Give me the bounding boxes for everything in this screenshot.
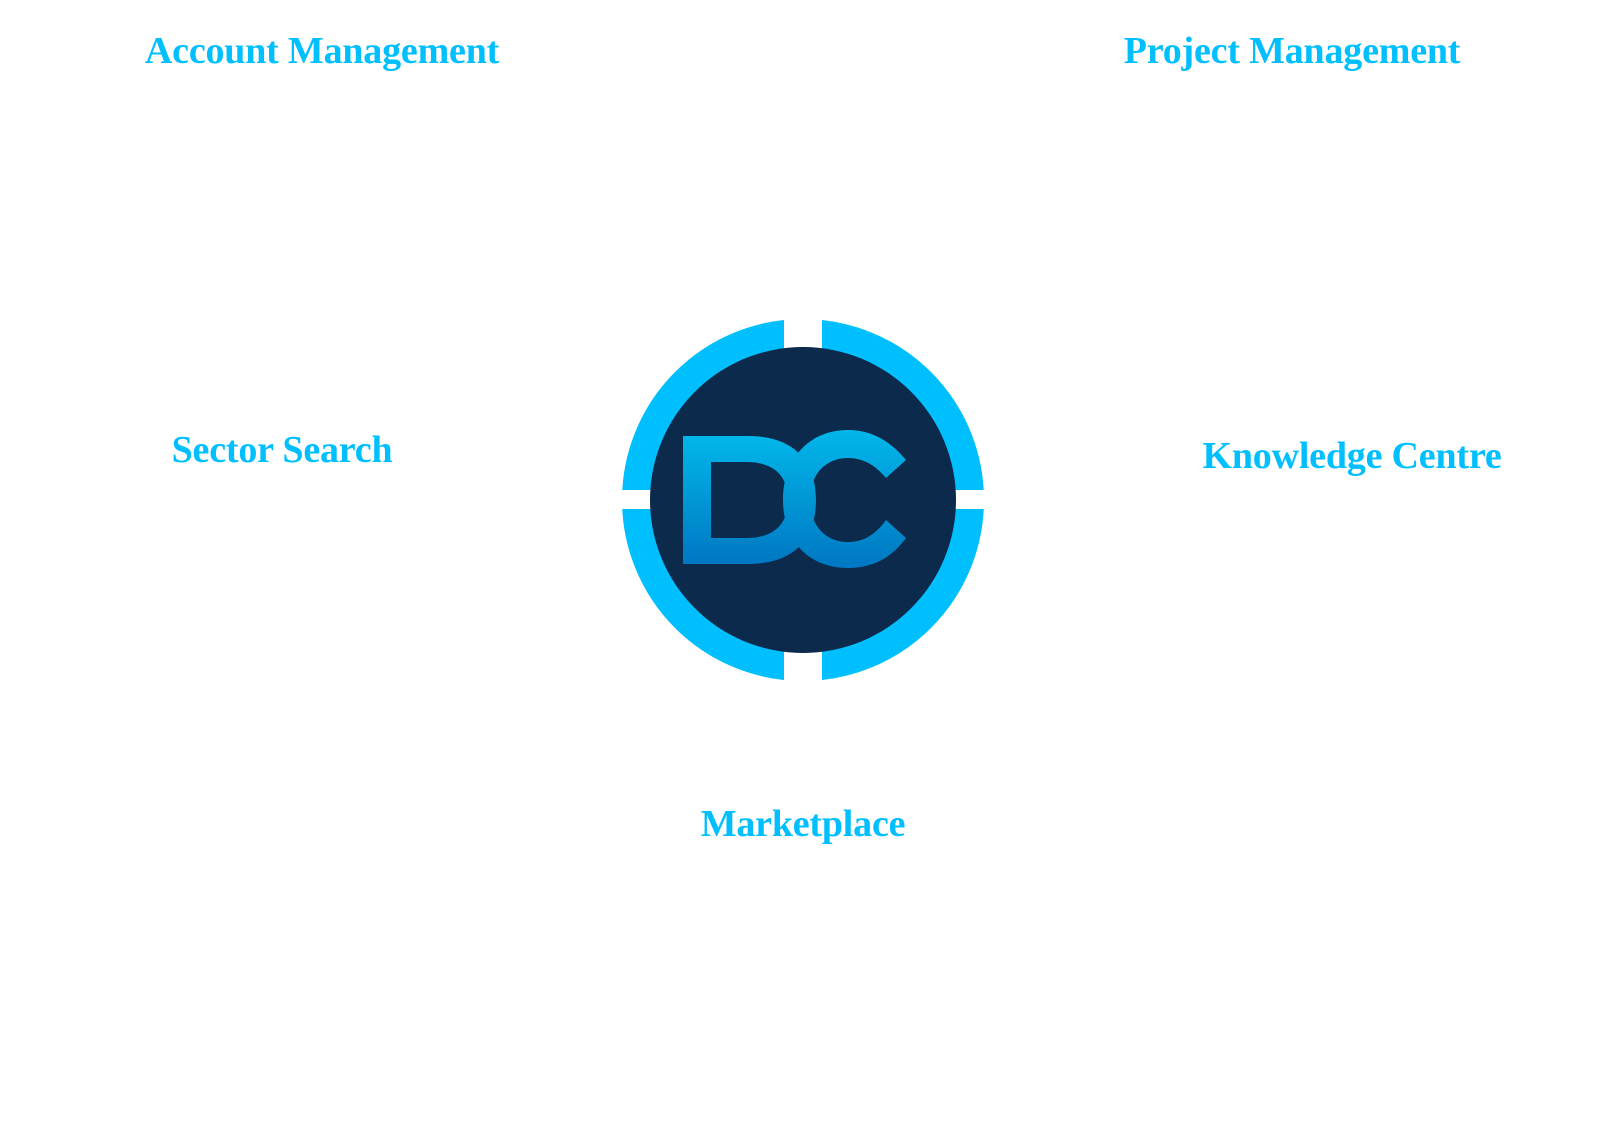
outer-ring bbox=[620, 320, 986, 680]
sector-search-label: Sector Search bbox=[171, 429, 393, 471]
project-management-label: Project Management bbox=[1123, 30, 1461, 72]
ring-gap-right bbox=[946, 490, 986, 509]
knowledge-centre-label: Knowledge Centre bbox=[1202, 435, 1502, 477]
marketplace-label: Marketplace bbox=[700, 803, 906, 845]
dc-logo bbox=[620, 320, 986, 680]
dc-monogram bbox=[683, 430, 906, 568]
account-management-label: Account Management bbox=[144, 30, 500, 72]
ring-gap-left bbox=[620, 490, 660, 509]
